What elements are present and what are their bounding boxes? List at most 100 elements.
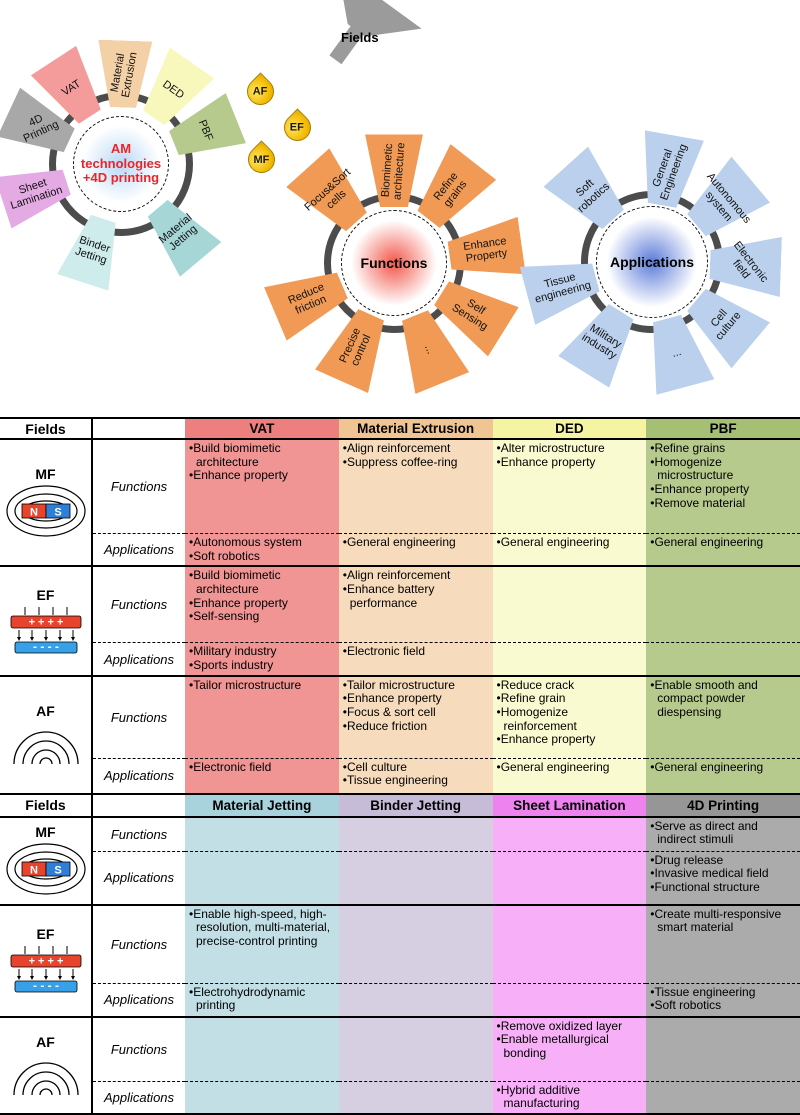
bullet-item: •Enable metallurgical bonding (496, 1032, 609, 1061)
applications-row-label: Applications (93, 1082, 185, 1115)
bullet-item: •Enable smooth and compact powder diespe… (650, 677, 758, 720)
functions-cell-pbf: •Enable smooth and compact powder diespe… (646, 676, 800, 759)
funnel-label: Fields (341, 30, 379, 45)
svg-text:+ + + +: + + + + (28, 956, 63, 968)
bullet-item: •Soft robotics (650, 998, 722, 1013)
bullet-item: •General engineering (650, 759, 764, 774)
field-label-mf: MF (35, 824, 56, 841)
fields-column-header: Fields (0, 417, 93, 440)
column-header-material-jetting: Material Jetting (185, 794, 339, 818)
applications-cell-binder-jetting (338, 983, 493, 1018)
svg-text:S: S (54, 865, 61, 877)
bullet-item: •Create multi-responsive smart material (650, 906, 782, 935)
bullet-item: •Enable high-speed, high-resolution, mul… (189, 906, 331, 949)
functions-cell-material-jetting: •Enable high-speed, high-resolution, mul… (185, 905, 339, 984)
bullet-item: •Tissue engineering (650, 984, 756, 999)
bullet-item: •Homogenize reinforcement (496, 705, 577, 733)
functions-cell-material-extrusion: •Align reinforcement•Suppress coffee-rin… (338, 440, 493, 534)
bullet-item: •Align reinforcement (342, 441, 451, 455)
applications-row-label: Applications (93, 852, 185, 906)
field-label-af: AF (36, 1033, 55, 1050)
spoke-biomimetic-architecture: Biomimetic architecture (365, 134, 423, 207)
bullet-item: •Tailor microstructure (342, 677, 455, 692)
svg-text:+ + + +: + + + + (28, 616, 63, 628)
applications-cell-vat: •Electronic field (185, 758, 339, 795)
functions-cell-material-extrusion: •Align reinforcement•Enhance battery per… (338, 567, 493, 644)
bullet-item: •Tissue engineering (342, 773, 448, 788)
field-cell-af: AF (0, 1017, 93, 1115)
functions-cell-4d-printing (646, 1017, 800, 1082)
applications-cell-vat: •Military industry•Sports industry (185, 643, 339, 677)
bullet-item: •Reduce crack (496, 677, 575, 692)
applications-cell-sheet-lamination: •Hybrid additive manufacturing (492, 1081, 647, 1115)
bullet-item: •Serve as direct and indirect stimuli (650, 818, 758, 847)
svg-text:N: N (30, 507, 38, 519)
column-header-sheet-lamination: Sheet Lamination (492, 794, 647, 818)
bullet-item: •Cell culture (342, 759, 407, 774)
functions-cell-4d-printing: •Serve as direct and indirect stimuli (646, 817, 800, 852)
ef-field-icon: + + + +- - - - (5, 943, 87, 995)
field-cell-ef: EF+ + + +- - - - (0, 567, 93, 677)
applications-cell-4d-printing: •Tissue engineering•Soft robotics (646, 983, 800, 1018)
applications-cell-ded: •General engineering (492, 534, 647, 568)
functions-row-label: Functions (93, 440, 185, 534)
functions-row-label: Functions (93, 818, 185, 852)
applications-cell-binder-jetting (338, 851, 493, 906)
bullet-item: •Soft robotics (189, 548, 260, 563)
applications-cell-4d-printing: •Drug release•Invasive medical field•Fun… (646, 851, 800, 906)
functions-cell-ded: •Reduce crack•Refine grain•Homogenize re… (492, 676, 647, 759)
functions-cell-binder-jetting (338, 905, 493, 984)
row-type-column-header (93, 795, 185, 818)
applications-cell-material-jetting (185, 851, 339, 906)
applications-row-label: Applications (93, 534, 185, 568)
column-header-material-extrusion: Material Extrusion (338, 417, 493, 440)
bullet-item: •Remove material (650, 495, 746, 510)
functions-cell-ded: •Alter microstructure•Enhance property (492, 440, 647, 534)
column-header-ded: DED (492, 417, 647, 440)
bullet-item: •Self-sensing (189, 609, 260, 624)
bullet-item: •Invasive medical field (650, 866, 769, 881)
bullet-item: •Sports industry (189, 658, 274, 673)
functions-row-label: Functions (93, 567, 185, 644)
functions-cell-binder-jetting (338, 817, 493, 852)
functions-cell-4d-printing: •Create multi-responsive smart material (646, 905, 800, 984)
af-field-icon (10, 720, 82, 766)
column-header-4d-printing: 4D Printing (646, 794, 800, 818)
applications-cell-pbf: •General engineering (646, 534, 800, 568)
bullet-item: •Suppress coffee-ring (342, 454, 458, 469)
applications-cell-material-extrusion: •Cell culture•Tissue engineering (338, 758, 493, 795)
bullet-item: •Military industry (189, 644, 277, 659)
bullet-item: •Electronic field (189, 759, 272, 774)
functions-cell-binder-jetting (338, 1017, 493, 1082)
svg-text:N: N (30, 865, 38, 877)
bullet-item: •Focus & sort cell (342, 705, 436, 720)
bullet-item: •Drug release (650, 852, 724, 867)
functions-cell-sheet-lamination (492, 905, 647, 984)
functions-cell-vat: •Tailor microstructure (185, 676, 339, 759)
functions-row-label: Functions (93, 1018, 185, 1082)
applications-cell-4d-printing (646, 1081, 800, 1115)
column-header-pbf: PBF (646, 417, 800, 440)
applications-wheel-center: Applications (596, 206, 708, 318)
bullet-item: •Alter microstructure (496, 441, 605, 455)
bullet-item: •General engineering (496, 535, 610, 549)
bullet-item: •Enhance property (496, 732, 596, 747)
applications-cell-ded (492, 643, 647, 677)
fields-column-header: Fields (0, 794, 93, 818)
bullet-item: •General engineering (650, 535, 764, 549)
bullet-item: •Remove oxidized layer (496, 1018, 623, 1033)
bullet-item: •Reduce friction (342, 718, 427, 733)
funnel-icon (288, 0, 422, 97)
bullet-item: •Enhance property (189, 595, 288, 610)
ef-field-icon: + + + +- - - - (5, 604, 87, 656)
bullet-item: •Enhance property (650, 482, 750, 497)
applications-cell-material-jetting (185, 1081, 339, 1115)
applications-cell-binder-jetting (338, 1081, 493, 1115)
